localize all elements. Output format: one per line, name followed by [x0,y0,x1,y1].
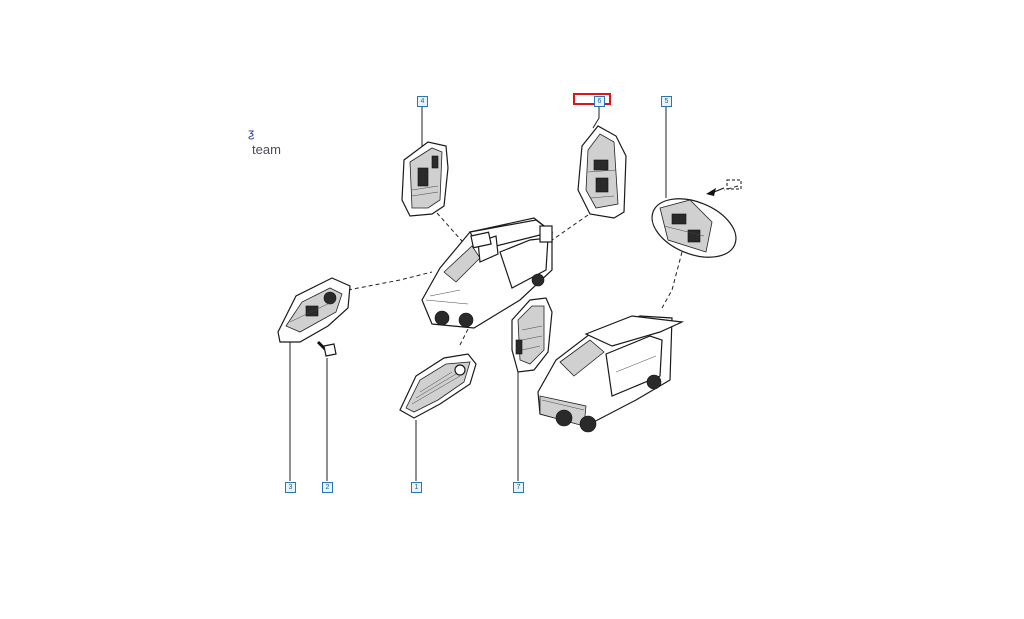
vehicle-upper-view [421,217,554,329]
callout-part-3[interactable]: 3 [285,482,296,493]
callout-part-2[interactable]: 2 [322,482,333,493]
callout-part-5[interactable]: 5 [661,96,672,107]
callout-part-7[interactable]: 7 [513,482,524,493]
dash-connector-3 [347,271,433,291]
selected-callout-frame [573,93,611,105]
part-2-screw [316,340,337,357]
logo-text: team [252,142,281,157]
part-6-lamp-housing [577,125,627,219]
part-4-lamp-housing [401,141,449,217]
callout-part-6[interactable]: 6 [594,96,605,107]
leader-line-6 [592,106,600,129]
logo-mark: ƺ [248,126,255,140]
vehicle-lower-view [537,315,685,433]
part-3-oval-lamp [277,277,351,343]
arrow-pointer-icon [706,179,742,196]
part-7-dome-lamp [511,297,553,373]
part-5-oval-lamp [651,198,737,258]
callout-part-4[interactable]: 4 [417,96,428,107]
callout-part-1[interactable]: 1 [411,482,422,493]
part-1-courtesy-lamp [399,353,477,419]
dash-connector-arrow [723,185,739,191]
dash-connector-5 [661,251,683,309]
